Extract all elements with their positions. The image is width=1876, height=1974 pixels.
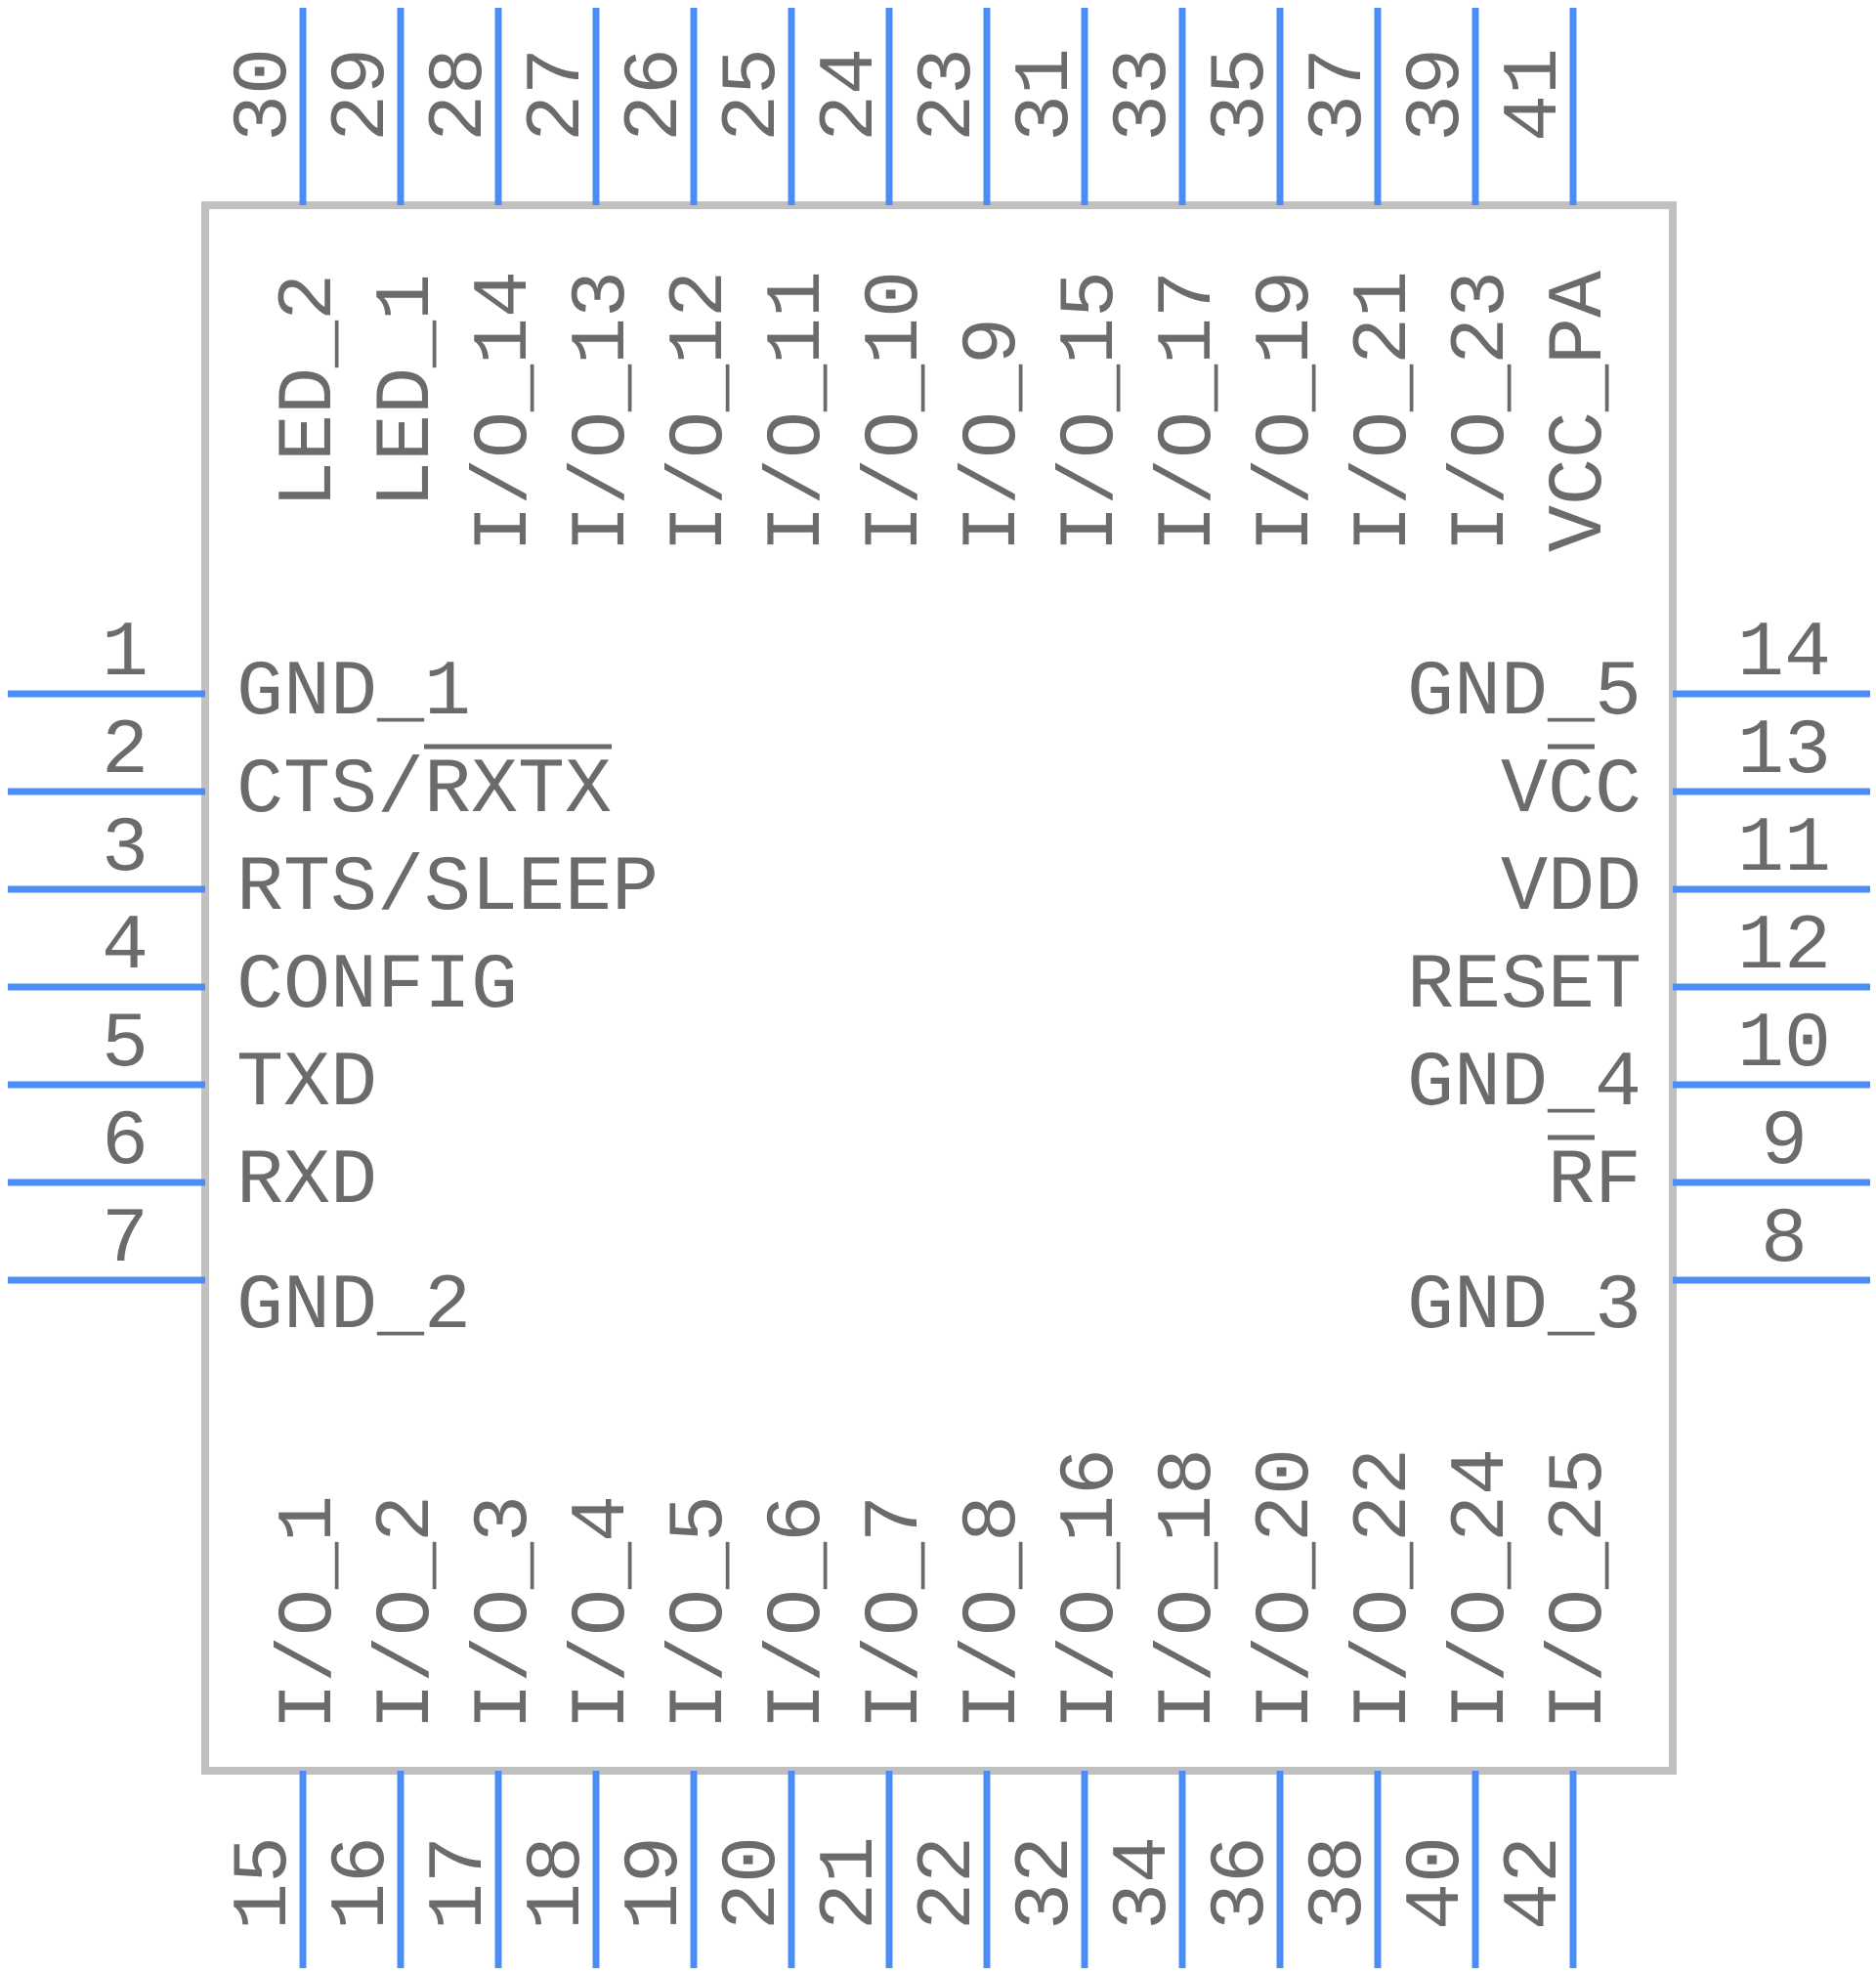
pin-number: 36 [1198,1836,1287,1930]
pin-label: GND_5 [1407,649,1642,738]
pin-label: RXD [236,1137,377,1226]
pin-label: I/O_9 [950,318,1039,552]
pin-number: 8 [1761,1196,1808,1285]
pin-label: VDD [1501,844,1642,933]
pin-label: I/O_16 [1047,1448,1136,1730]
pin-number: 42 [1491,1836,1580,1930]
pin-label: I/O_1 [266,1495,355,1730]
pin-label: I/O_4 [559,1495,648,1730]
bottom-pin-group: 15 I/O_1 16 I/O_2 17 I/O_3 18 I/O_4 19 I/O_5 20 I/O… [221,1448,1625,1968]
pin-number: 2 [102,708,149,796]
pin-number: 29 [319,48,407,142]
pin-label: RESET [1407,942,1642,1031]
pin-label: I/O_3 [461,1495,550,1730]
pin-number: 14 [1737,610,1831,699]
pin-label: I/O_7 [852,1495,941,1730]
pin-number: 33 [1100,48,1189,142]
pin-label: VCC [1501,747,1642,836]
pin-label: I/O_19 [1243,271,1332,552]
pin-number: 23 [905,48,994,142]
pin-label: I/O_15 [1047,271,1136,552]
pin-number: 22 [905,1836,994,1930]
pin-label: RF [1548,1137,1642,1226]
pin-label: I/O_24 [1438,1448,1527,1730]
pin-number: 25 [709,48,798,142]
pin-number: 9 [1761,1098,1808,1187]
pin-number: 6 [102,1098,149,1187]
pin-number: 34 [1100,1836,1189,1930]
pin-label: LED_2 [266,274,355,508]
pin-number: 10 [1737,1001,1831,1090]
left-pin-group: 1 GND_1 2 CTS/RXTX 3 RTS/SLEEP 4 CONFIG 5 TXD 6 RXD… [8,610,659,1352]
pin-number: 16 [319,1836,407,1930]
pin-label: GND_4 [1407,1040,1642,1129]
pin-number: 40 [1393,1836,1482,1930]
pin-number: 31 [1002,48,1091,142]
pin-label: I/O_2 [363,1495,452,1730]
pin-label: CTS/RXTX [236,747,612,836]
pin-label: I/O_21 [1341,271,1429,552]
pin-number: 28 [416,48,505,142]
pin-number: 11 [1737,805,1831,894]
pin-number: 39 [1393,48,1482,142]
pin-label: I/O_23 [1438,271,1527,552]
pin-label: I/O_11 [754,271,843,552]
pin-number: 30 [221,48,310,142]
pin-number: 3 [102,805,149,894]
pin-number: 4 [102,903,149,992]
pin-label: I/O_22 [1341,1448,1429,1730]
pin-label: I/O_18 [1145,1448,1234,1730]
pin-number: 18 [514,1836,603,1930]
pin-number: 13 [1737,708,1831,796]
pin-label: I/O_13 [559,271,648,552]
pin-label: I/O_17 [1145,271,1234,552]
pin-number: 19 [612,1836,701,1930]
pin-number: 21 [807,1836,896,1930]
pin-number: 38 [1296,1836,1385,1930]
pin-number: 1 [102,610,149,699]
pin-number: 41 [1491,48,1580,142]
pin-number: 15 [221,1836,310,1930]
pin-label: I/O_8 [950,1495,1039,1730]
pin-number: 20 [709,1836,798,1930]
pin-number: 27 [514,48,603,142]
pin-number: 35 [1198,48,1287,142]
pin-label: VCC_PA [1536,271,1625,552]
pin-label: GND_1 [236,649,471,738]
pin-number: 24 [807,48,896,142]
pin-number: 5 [102,1001,149,1090]
pin-label: I/O_5 [657,1495,746,1730]
pin-label: GND_2 [236,1263,471,1352]
pin-label: RTS/SLEEP [236,844,659,933]
pin-label: I/O_14 [461,271,550,552]
pin-number: 12 [1737,903,1831,992]
pin-number: 32 [1002,1836,1091,1930]
pin-number: 37 [1296,48,1385,142]
pin-number: 17 [416,1836,505,1930]
pin-label: CONFIG [236,942,518,1031]
pin-label: I/O_20 [1243,1448,1332,1730]
pin-label: GND_3 [1407,1263,1642,1352]
pin-number: 7 [102,1196,149,1285]
pin-label: I/O_6 [754,1495,843,1730]
pin-label: I/O_10 [852,271,941,552]
pin-label: I/O_25 [1536,1448,1625,1730]
pin-label: LED_1 [363,274,452,508]
pin-label: TXD [236,1040,377,1129]
pin-number: 26 [612,48,701,142]
ic-body [201,201,1677,1775]
pin-label: I/O_12 [657,271,746,552]
